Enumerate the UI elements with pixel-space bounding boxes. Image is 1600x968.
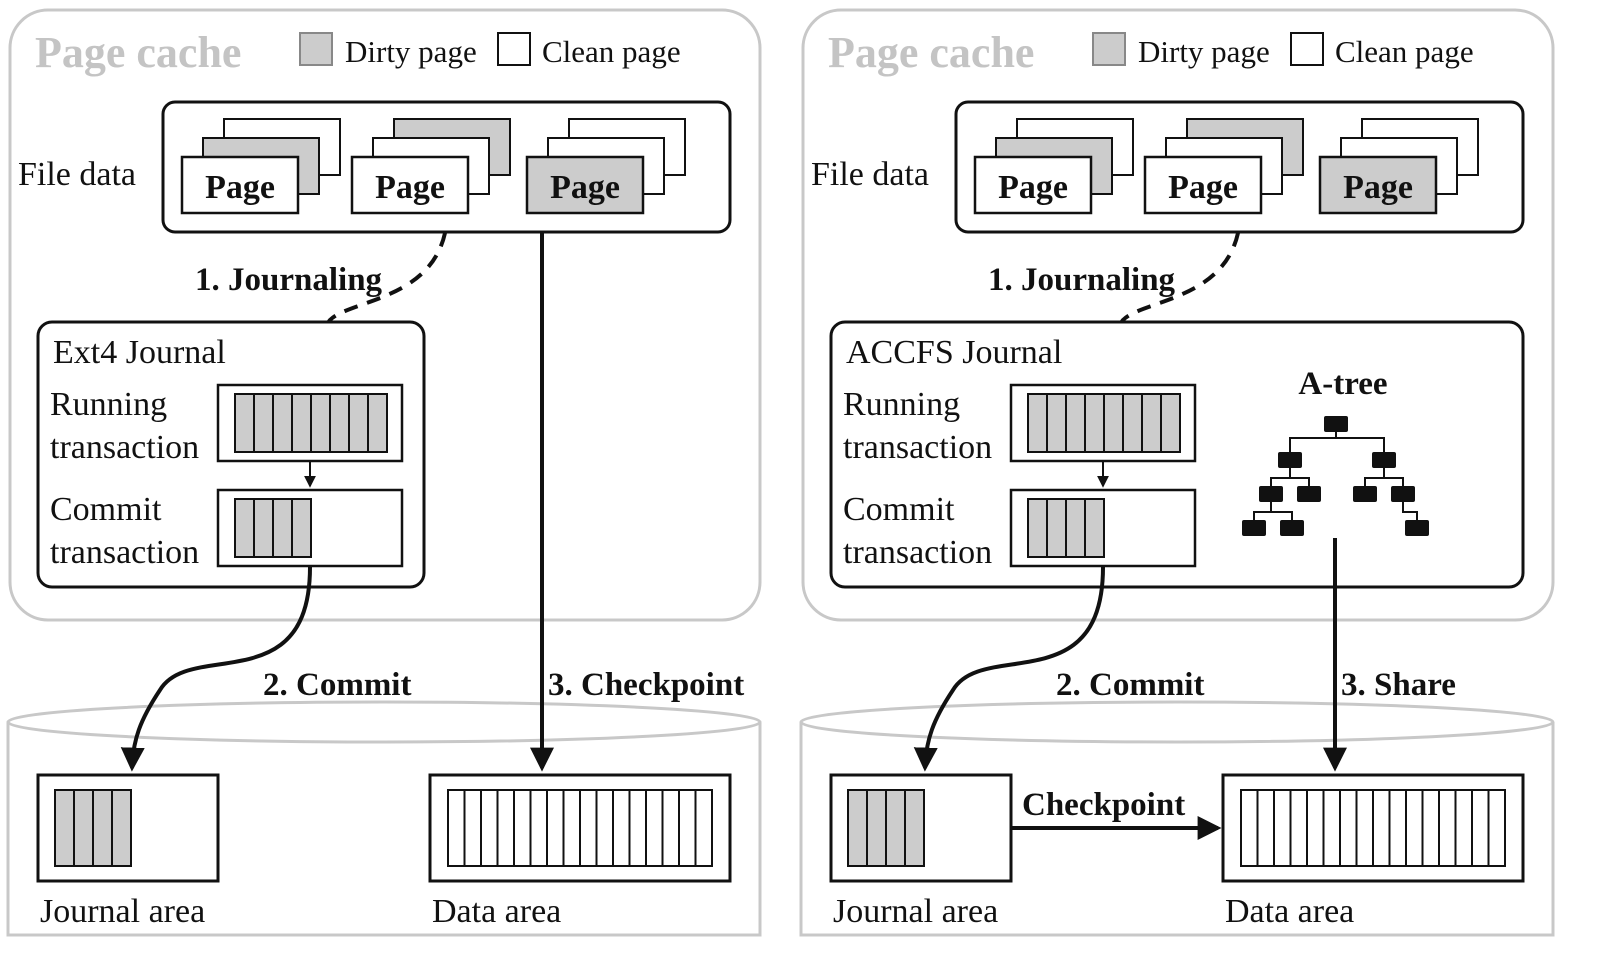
journal-title: ACCFS Journal <box>846 334 1062 371</box>
data-area-cells <box>1240 789 1506 867</box>
running-blocks <box>1027 393 1181 453</box>
running-label: Running <box>50 386 167 423</box>
commit-arrow <box>120 566 312 772</box>
commit-label: Commit <box>50 491 162 528</box>
commit-step-label: 2. Commit <box>1056 667 1204 703</box>
disk-top <box>6 700 762 744</box>
running-label: Running <box>843 386 960 423</box>
journal-area-label: Journal area <box>833 893 998 930</box>
data-area-label: Data area <box>1225 893 1354 930</box>
commit-blocks <box>234 498 312 558</box>
page-label: Page <box>1168 169 1238 206</box>
page-stack-3: Page <box>525 118 686 215</box>
journaling-label: 1. Journaling <box>195 262 383 298</box>
page-label: Page <box>550 169 620 206</box>
legend-clean-swatch <box>1290 32 1324 66</box>
page-stack-2: Page <box>350 118 511 215</box>
legend-dirty-label: Dirty page <box>1138 34 1270 69</box>
legend-clean-label: Clean page <box>1335 34 1474 69</box>
page-stack-3: Page <box>1318 118 1479 215</box>
running-label-2: transaction <box>843 429 992 466</box>
commit-blocks <box>1027 498 1105 558</box>
page-label: Page <box>205 169 275 206</box>
commit-label-2: transaction <box>843 534 992 571</box>
left-panel: Page cache Dirty page Clean page File da… <box>6 8 762 937</box>
page-cache-container <box>801 8 1555 622</box>
disk-top <box>799 700 1555 744</box>
page-stack-1: Page <box>180 118 341 215</box>
legend-dirty-swatch <box>1092 32 1126 66</box>
commit-label: Commit <box>843 491 955 528</box>
share-label: 3. Share <box>1341 667 1456 703</box>
a-tree-nodes <box>1242 416 1429 536</box>
data-area-cells <box>447 789 713 867</box>
running-label-2: transaction <box>50 429 199 466</box>
legend-dirty-label: Dirty page <box>345 34 477 69</box>
file-data-label: File data <box>811 156 929 193</box>
page-cache-container <box>8 8 762 622</box>
journal-area-label: Journal area <box>40 893 205 930</box>
running-blocks <box>234 393 388 453</box>
commit-label-2: transaction <box>50 534 199 571</box>
legend-clean-swatch <box>497 32 531 66</box>
a-tree-label: A-tree <box>1298 366 1387 402</box>
journaling-label: 1. Journaling <box>988 262 1176 298</box>
journal-area-blocks <box>54 789 132 867</box>
page-cache-title: Page cache <box>35 28 241 77</box>
legend-clean-label: Clean page <box>542 34 681 69</box>
page-cache-title: Page cache <box>828 28 1034 77</box>
page-label: Page <box>375 169 445 206</box>
commit-step-label: 2. Commit <box>263 667 411 703</box>
checkpoint-label: 3. Checkpoint <box>548 667 744 703</box>
page-label: Page <box>1343 169 1413 206</box>
right-panel: Page cache Dirty page Clean page File da… <box>799 8 1555 937</box>
journal-title: Ext4 Journal <box>53 334 226 371</box>
data-area-label: Data area <box>432 893 561 930</box>
checkpoint-label: Checkpoint <box>1022 787 1185 823</box>
journal-area-blocks <box>847 789 925 867</box>
page-stack-2: Page <box>1143 118 1304 215</box>
file-data-label: File data <box>18 156 136 193</box>
legend-dirty-swatch <box>299 32 333 66</box>
page-stack-1: Page <box>973 118 1134 215</box>
page-label: Page <box>998 169 1068 206</box>
commit-arrow <box>913 566 1105 772</box>
